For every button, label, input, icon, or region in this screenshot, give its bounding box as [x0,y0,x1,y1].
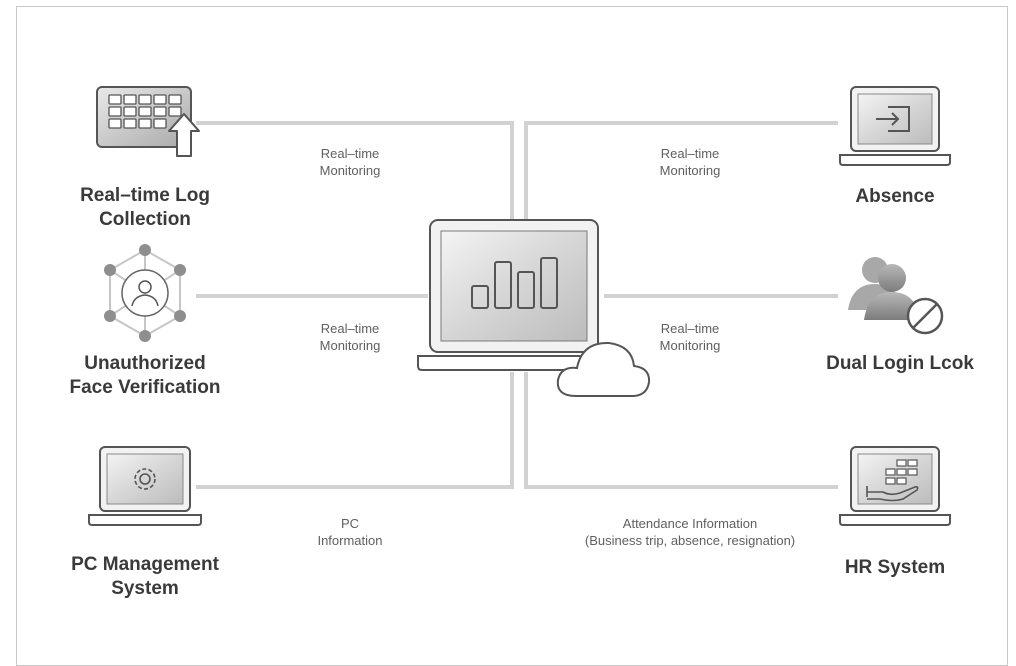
edge-caption-line: Information [317,533,383,548]
edge-caption-line: Real–time [320,321,380,336]
node-label-dual-login: Dual Login Lcok [815,352,985,376]
edge-caption-line: (Business trip, absence, resignation) [584,533,796,548]
laptop-hand-grid-icon [839,446,951,526]
edge-log [196,121,514,228]
edge-caption-line: Monitoring [319,338,381,353]
users-block-icon [848,257,944,335]
edge-caption-dual: Real–time Monitoring [640,320,740,354]
connector-lines [196,121,838,489]
node-label-absence: Absence [835,185,955,209]
edge-caption-line: Monitoring [319,163,381,178]
edge-caption-line: Real–time [660,146,720,161]
edge-absence [524,121,838,228]
node-label-line: System [111,578,179,599]
node-label-pc-management: PC Management System [50,553,240,601]
edge-caption-line: PC [340,516,360,531]
edge-hr [524,372,838,489]
edge-caption-line: Real–time [660,321,720,336]
edge-caption-absence: Real–time Monitoring [640,145,740,179]
edge-caption-log: Real–time Monitoring [300,145,400,179]
laptop-gear-icon [88,446,202,526]
node-label-line: Unauthorized [84,353,206,374]
node-label-line: Real–time Log [80,185,210,206]
face-network-icon [104,244,186,342]
keyboard-upload-icon [96,86,200,157]
node-label-hr-system: HR System [835,556,955,580]
node-label-line: Absence [855,186,935,207]
node-label-face-verification: Unauthorized Face Verification [50,352,240,400]
node-label-line: Dual Login Lcok [826,353,974,374]
edge-caption-pc: PC Information [295,515,405,549]
edge-caption-hr: Attendance Information (Business trip, a… [545,515,835,549]
node-label-line: HR System [844,557,946,578]
laptop-chart-cloud-icon [417,219,651,397]
node-label-log-collection: Real–time Log Collection [60,184,230,232]
edge-caption-face: Real–time Monitoring [300,320,400,354]
edge-pc [196,372,514,489]
edge-caption-line: Monitoring [659,338,721,353]
edge-caption-line: Real–time [320,146,380,161]
node-label-line: Face Verification [69,377,221,398]
edge-caption-line: Attendance Information [622,516,758,531]
edge-caption-line: Monitoring [659,163,721,178]
laptop-exit-icon [839,86,951,166]
node-label-line: Collection [99,209,191,230]
node-label-line: PC Management [71,554,219,575]
